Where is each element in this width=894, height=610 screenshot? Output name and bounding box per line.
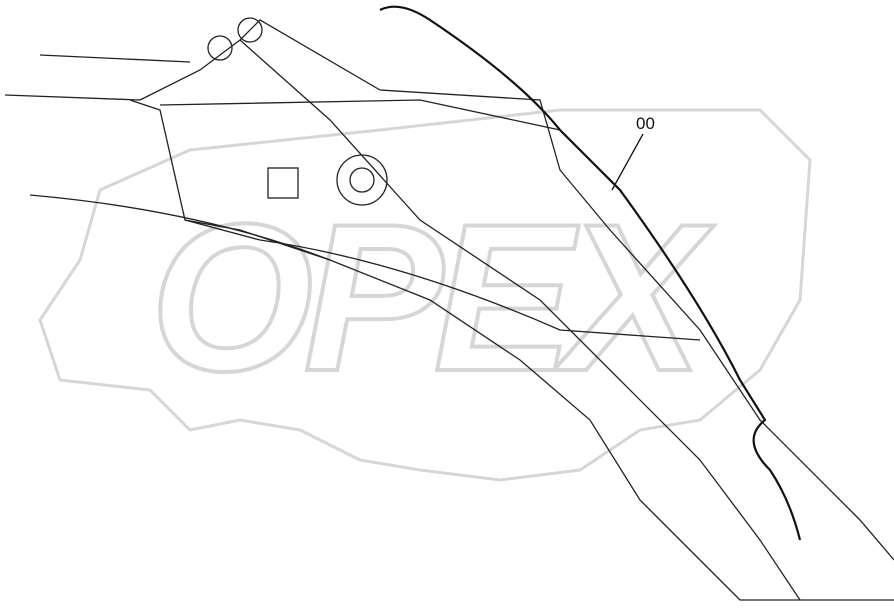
opex-watermark: OPEX (38, 108, 812, 482)
hose-line (379, 5, 802, 541)
watermark-text: OPEX (150, 180, 714, 415)
boom-outline (4, 17, 894, 601)
callout-label-00: 00 (636, 114, 655, 133)
leader-line (611, 133, 644, 191)
